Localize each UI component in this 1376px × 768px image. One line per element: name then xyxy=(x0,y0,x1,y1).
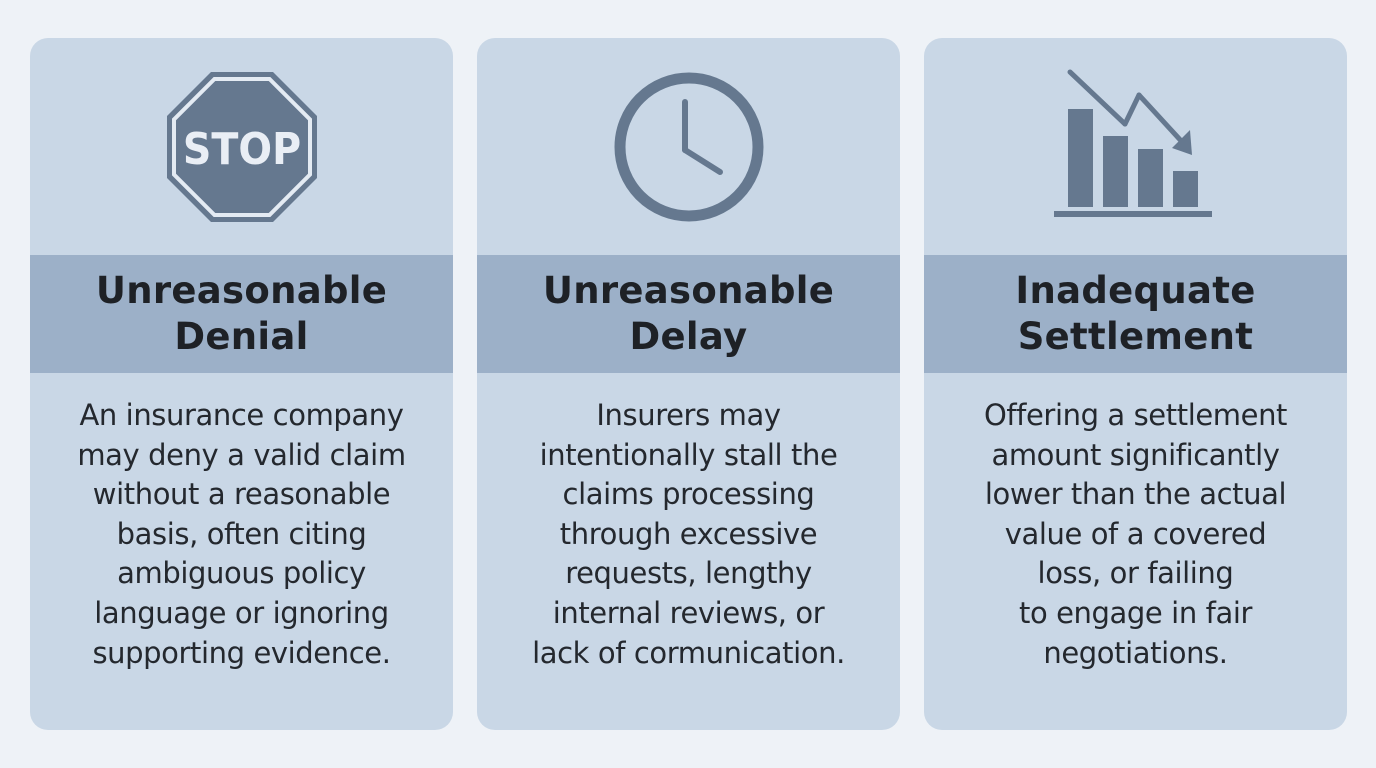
description-line: intentionally stall the xyxy=(539,437,838,472)
description-line: Offering a settlement xyxy=(983,398,1288,432)
icon-area xyxy=(924,38,1347,255)
card-title-line: Unreasonable xyxy=(95,269,388,312)
card-title-line: Settlement xyxy=(1017,315,1254,358)
description-line: amount significantly xyxy=(991,437,1280,472)
description-line: supporting evidence. xyxy=(92,635,391,670)
title-band: Unreasonable Delay xyxy=(477,255,900,373)
card-title: Unreasonable Denial xyxy=(96,268,387,360)
stop-sign-text: STOP xyxy=(182,124,300,175)
description-line: without a reasonable xyxy=(92,477,391,512)
description-line: An insurance company xyxy=(79,398,404,432)
icon-area: STOP xyxy=(30,38,453,255)
description-line: requests, lengthy xyxy=(565,556,812,591)
title-band: Unreasonable Denial xyxy=(30,255,453,373)
card-title-line: Denial xyxy=(174,315,309,358)
card-inadequate-settlement: Inadequate Settlement Offering a settlem… xyxy=(924,38,1347,730)
card-title: Inadequate Settlement xyxy=(1015,268,1255,360)
description-line: lack of cormunication. xyxy=(532,635,845,670)
description-line: language or ignoring xyxy=(94,595,389,630)
description-line: value of a covered xyxy=(1004,516,1267,551)
declining-bar-chart-icon xyxy=(1053,69,1212,217)
card-title-line: Inadequate xyxy=(1015,269,1256,312)
description-line: basis, often citing xyxy=(116,516,367,551)
description-line: through excessive xyxy=(559,516,818,551)
card-row: STOP Unreasonable Denial An insurance co… xyxy=(30,38,1347,730)
description-line: to engage in fair xyxy=(1018,595,1253,630)
description-line: loss, or failing xyxy=(1037,556,1234,591)
description-line: Insurers may xyxy=(596,398,781,432)
card-title-line: Unreasonable xyxy=(542,269,835,312)
card-title: Unreasonable Delay xyxy=(543,268,834,360)
description-line: internal reviews, or xyxy=(552,595,825,630)
card-description: Insurers may intentionally stall the cla… xyxy=(487,396,890,673)
card-unreasonable-delay: Unreasonable Delay Insurers may intentio… xyxy=(477,38,900,730)
description-line: negotiations. xyxy=(1043,635,1228,670)
description-line: claims processing xyxy=(562,477,815,512)
title-band: Inadequate Settlement xyxy=(924,255,1347,373)
card-description: Offering a settlement amount significant… xyxy=(934,396,1337,673)
description-line: may deny a valid claim xyxy=(77,437,406,472)
description-line: ambiguous policy xyxy=(117,556,366,591)
card-description: An insurance company may deny a valid cl… xyxy=(40,396,443,673)
icon-area xyxy=(477,38,900,255)
clock-icon xyxy=(614,72,763,221)
description-line: lower than the actual xyxy=(984,477,1287,512)
stop-sign-icon: STOP xyxy=(166,71,317,222)
card-title-line: Delay xyxy=(629,315,748,358)
card-unreasonable-denial: STOP Unreasonable Denial An insurance co… xyxy=(30,38,453,730)
